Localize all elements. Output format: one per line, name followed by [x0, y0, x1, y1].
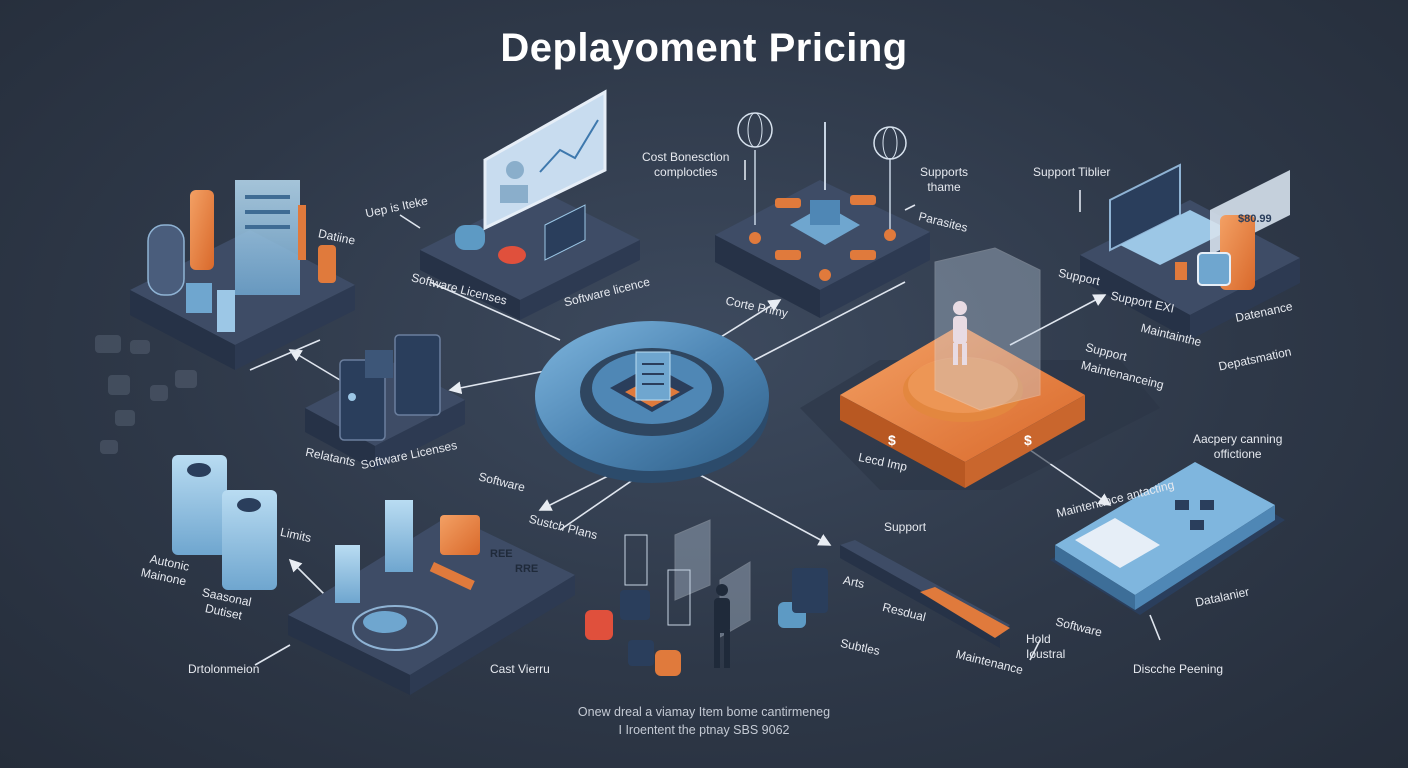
footer-line-2: I Iroentent the ptnay SBS 9062: [618, 723, 790, 738]
label-deployment-left: Drtolonmeion: [188, 662, 260, 676]
connector-line: [904, 204, 916, 211]
circuit-platform: [715, 112, 930, 318]
monitor-rack: [235, 180, 300, 295]
label-cart-view: Cast Vierru: [490, 662, 550, 676]
person-figure: [714, 598, 730, 633]
glass-panel: [934, 247, 1041, 411]
progress-bar-object: [840, 540, 1010, 648]
connector-line: [744, 281, 906, 366]
footer-line-1: Onew dreal a viamay Item bome cantirmene…: [577, 705, 831, 719]
chip-icon: [1197, 252, 1231, 286]
central-ring: [535, 321, 769, 483]
footer-caption: Onew dreal a viamay Item bome cantirmene…: [0, 703, 1408, 739]
orange-platform: $ $: [800, 247, 1160, 490]
connector-line: [429, 281, 561, 341]
payment-device: [1050, 462, 1285, 615]
label-dispute-pending: Discche Peening: [1133, 662, 1224, 676]
connector-line: [249, 339, 321, 371]
tablet-platform: REE RRE: [288, 500, 575, 695]
orange-tower: [190, 190, 214, 270]
globe-icon: [873, 126, 907, 160]
server-platform: [305, 334, 465, 470]
connector-arrow: [699, 474, 832, 546]
connector-line: [1149, 614, 1161, 641]
card-price: $80.99: [1238, 213, 1272, 225]
bottom-center-objects: [585, 519, 828, 676]
storage-cylinder: [147, 224, 185, 296]
svg-text:$: $: [888, 432, 896, 448]
svg-text:$: $: [1024, 432, 1032, 448]
connector-line: [399, 214, 421, 229]
server-icon: [635, 351, 671, 401]
person-figure: [953, 316, 967, 344]
faded-cubes: [95, 335, 197, 454]
connector-line: [1029, 639, 1041, 661]
label-support-tier: Support Tiblier: [1033, 165, 1111, 179]
card-slot: [1075, 518, 1160, 568]
laptop-platform: $80.99: [1080, 163, 1300, 340]
tag-text: RRE: [515, 563, 538, 575]
page-title: Deplayoment Pricing: [500, 26, 908, 70]
connector-arrow: [288, 349, 341, 381]
monitor-platform: [420, 89, 640, 320]
globe-icon: [737, 112, 773, 148]
standalone-servers: [172, 455, 277, 590]
tag-text: REE: [490, 548, 513, 560]
connector-arrow: [1009, 294, 1107, 346]
connector-line: [254, 644, 291, 666]
datacenter-platform: [130, 180, 355, 370]
label-support-bottom: Support: [884, 520, 927, 534]
connector-line: [559, 474, 641, 531]
